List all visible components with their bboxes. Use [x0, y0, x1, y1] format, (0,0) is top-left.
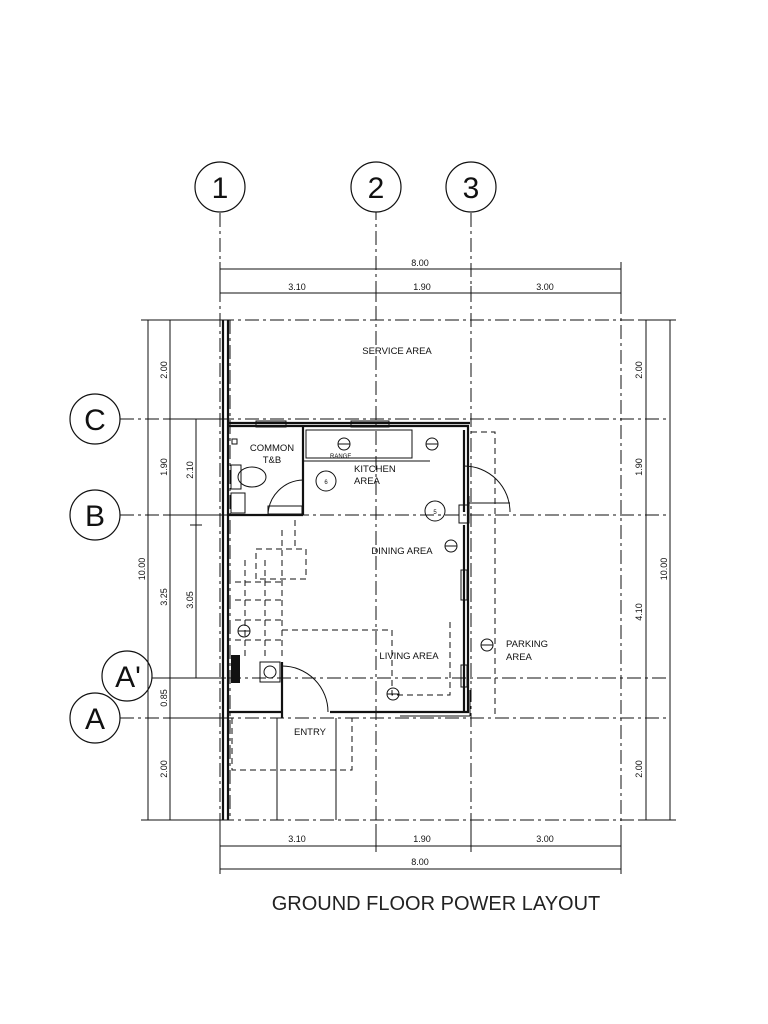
- dim-left-seg-3: 3.25: [159, 588, 169, 606]
- dim-top-overall: 8.00: [411, 258, 429, 268]
- dimensions-bottom: 3.10 1.90 3.00 8.00: [219, 825, 622, 874]
- kitchen-label-line2: AREA: [354, 476, 381, 487]
- parking-area-label-line2: AREA: [506, 652, 533, 663]
- grid-bubble-b: [69, 489, 121, 541]
- service-area-label: SERVICE AREA: [362, 346, 432, 357]
- range-label: RANGE: [330, 454, 351, 460]
- grid-bubble-a: [69, 692, 121, 744]
- grid-bubble-c-label: C: [84, 404, 106, 437]
- dim-left-seg-1: 2.00: [159, 361, 169, 379]
- room-labels: SERVICE AREA COMMON T&B KITCHEN AREA DIN…: [250, 346, 548, 738]
- panel-circuit-6-icon: [315, 470, 337, 492]
- dim-right-seg-2: 1.90: [634, 458, 644, 476]
- grid-bubble-a-label: A: [85, 703, 105, 736]
- dim-right-seg-4: 2.00: [634, 760, 644, 778]
- dim-right-outer: 10.00: [659, 558, 669, 581]
- dim-left-outer: 10.00: [137, 558, 147, 581]
- grid-bubble-2: [350, 161, 402, 213]
- dimensions-right: 2.00 1.90 4.10 2.00 10.00: [634, 319, 676, 821]
- walls: [221, 320, 511, 820]
- grid-bubble-3: [445, 161, 497, 213]
- grid-bubble-3-label: 3: [463, 172, 480, 205]
- grid-bubble-a-prime: [101, 650, 153, 702]
- entry-label: ENTRY: [294, 727, 327, 738]
- dim-left-inner-2: 3.05: [185, 591, 195, 609]
- living-area-label: LIVING AREA: [379, 651, 439, 662]
- grid-bubble-a-prime-label: A': [115, 661, 141, 694]
- grid-bubbles: 1 2 3 C B A' A: [69, 161, 497, 744]
- meter-icon: [259, 661, 281, 683]
- lavatory-icon: [230, 492, 246, 514]
- shower-icon: [267, 505, 303, 515]
- common-tb-label-line1: COMMON: [250, 443, 294, 454]
- dim-right-seg-3: 4.10: [634, 603, 644, 621]
- panel-circuit-5-label: 5: [433, 510, 437, 516]
- common-tb-label-line2: T&B: [263, 455, 281, 466]
- dim-bottom-overall: 8.00: [411, 857, 429, 867]
- dim-left-inner-1: 2.10: [185, 461, 195, 479]
- fixtures: RANGE 6 5: [230, 437, 494, 701]
- grid-lines: [120, 206, 670, 830]
- dim-right-seg-1: 2.00: [634, 361, 644, 379]
- dimensions-left: 10.00 2.00 1.90 3.25 0.85 2.00 2.10 3.05: [137, 319, 226, 821]
- electrical-panel-icon: [231, 655, 240, 683]
- outlet-marker-icon: [231, 438, 238, 445]
- dim-bottom-seg-1: 3.10: [288, 834, 306, 844]
- dim-bottom-seg-2: 1.90: [413, 834, 431, 844]
- grid-bubble-2-label: 2: [368, 172, 385, 205]
- toilet-tank-icon: [230, 464, 242, 490]
- dim-bottom-seg-3: 3.00: [536, 834, 554, 844]
- toilet-bowl-icon: [237, 466, 267, 488]
- dim-left-seg-5: 2.00: [159, 760, 169, 778]
- dim-left-seg-2: 1.90: [159, 458, 169, 476]
- dining-area-label: DINING AREA: [371, 546, 433, 557]
- grid-bubble-c: [69, 393, 121, 445]
- dim-top-seg-2: 1.90: [413, 282, 431, 292]
- dimensions-top: 8.00 3.10 1.90 3.00: [219, 258, 622, 300]
- drawing-title: GROUND FLOOR POWER LAYOUT: [271, 893, 601, 915]
- panel-circuit-5-icon: [424, 500, 446, 522]
- panel-circuit-6-label: 6: [324, 480, 328, 486]
- grid-bubble-b-label: B: [85, 500, 105, 533]
- parking-area-label-line1: PARKING: [506, 639, 548, 650]
- dim-top-seg-1: 3.10: [288, 282, 306, 292]
- grid-bubble-1-label: 1: [212, 172, 229, 205]
- grid-bubble-1: [194, 161, 246, 213]
- kitchen-label-line1: KITCHEN: [354, 464, 396, 475]
- dim-left-seg-4: 0.85: [159, 689, 169, 707]
- dim-top-seg-3: 3.00: [536, 282, 554, 292]
